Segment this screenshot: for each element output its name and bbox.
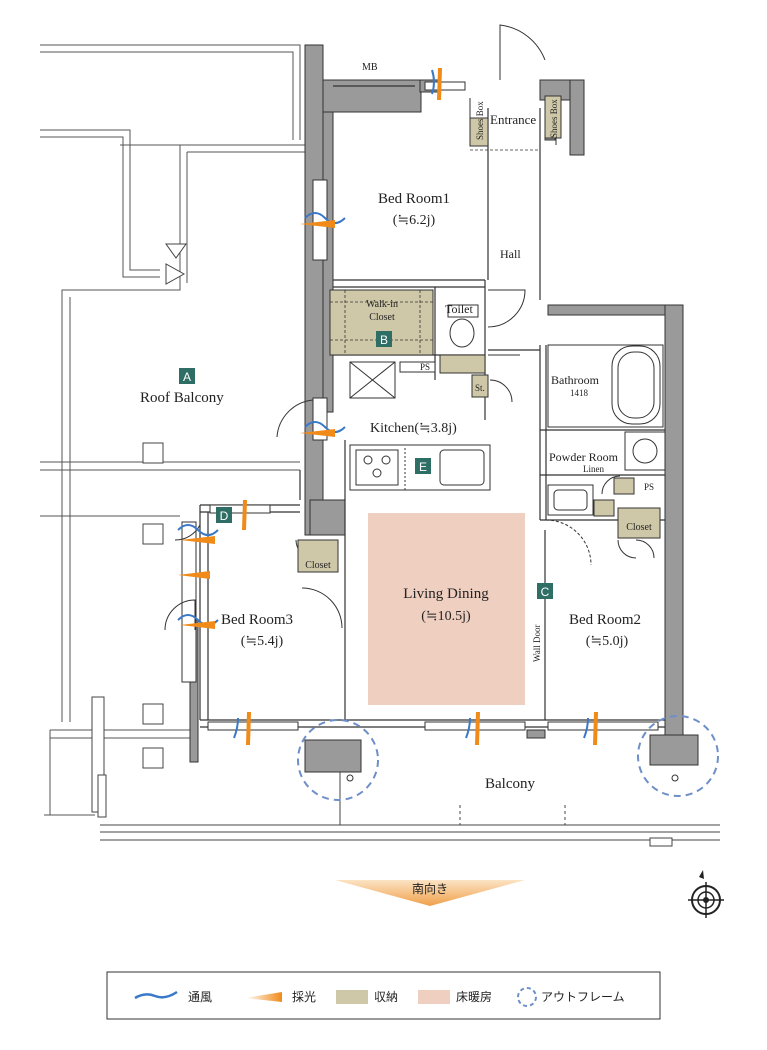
windows (181, 81, 659, 731)
ps-label-powder: PS (644, 482, 654, 492)
powder-room-label: Powder Room (549, 450, 619, 464)
marker-a: A (179, 368, 195, 384)
kitchen-storage (349, 361, 436, 399)
drain-circles (346, 774, 679, 782)
hall-label: Hall (500, 247, 521, 261)
living-area: (≒10.5j) (421, 609, 471, 624)
svg-text:A: A (183, 370, 191, 384)
roof-drain-squares (142, 442, 164, 769)
svg-text:E: E (419, 460, 427, 474)
svg-text:B: B (380, 333, 388, 347)
floor-heating-area (368, 513, 525, 705)
out-frame-circles (297, 715, 719, 801)
ps-label-kitchen: PS (420, 362, 430, 372)
legend: 通風 採光 収納 床暖房 アウトフレーム (106, 971, 661, 1020)
ventilation-legend-icon (134, 990, 178, 1000)
legend-ventilation: 通風 (188, 990, 212, 1004)
living-name: Living Dining (403, 586, 489, 602)
storage-areas (297, 95, 661, 573)
shoes-box-label-left: Shoes Box (475, 101, 485, 140)
storage-legend-swatch (336, 990, 368, 1004)
bed3-name: Bed Room3 (221, 612, 293, 628)
roof-balcony-label: Roof Balcony (140, 390, 224, 406)
bathroom-label: Bathroom (551, 373, 600, 387)
kitchen-label: Kitchen(≒3.8j) (370, 421, 457, 436)
closet-label-bed2: Closet (626, 522, 652, 533)
legend-out-frame: アウトフレーム (541, 990, 625, 1004)
bathtub (547, 344, 664, 428)
shoes-box-label-right: Shoes Box (549, 99, 559, 138)
bed1-name: Bed Room1 (378, 191, 450, 207)
marker-b: B (376, 331, 392, 347)
toilet-label: Toilet (445, 302, 473, 316)
daylight-legend-icon (245, 992, 282, 1002)
legend-daylight: 採光 (292, 990, 316, 1004)
railing-post (91, 696, 107, 818)
entrance-label: Entrance (490, 112, 536, 127)
bed1-area: (≒6.2j) (393, 213, 436, 228)
mb-label: MB (362, 62, 378, 73)
linen-label: Linen (583, 464, 604, 474)
bed2-name: Bed Room2 (569, 612, 641, 628)
wall-door-label: Wall Door (532, 624, 542, 662)
washbasin (547, 431, 666, 516)
compass-icon (688, 870, 724, 918)
bed3-area: (≒5.4j) (241, 634, 284, 649)
kitchen-counter (349, 444, 491, 491)
daylight-icons (178, 68, 598, 745)
marker-d: D (216, 507, 232, 523)
marker-e: E (415, 458, 431, 474)
svg-text:C: C (541, 585, 550, 599)
out-frame-legend-icon (517, 987, 537, 1007)
walkin-label-1: Walk-in (366, 299, 398, 310)
south-direction-arrow: 南向き (335, 880, 525, 906)
floor-heating-legend-swatch (418, 990, 450, 1004)
closet-label-bed3: Closet (305, 560, 331, 571)
st-label: St. (475, 383, 485, 393)
roof-balcony-outline (40, 44, 305, 816)
balcony-label: Balcony (485, 776, 535, 792)
svg-text:D: D (220, 509, 229, 523)
balcony-rail (100, 772, 720, 847)
bathroom-size: 1418 (570, 388, 589, 398)
legend-storage: 収納 (374, 990, 398, 1004)
walkin-label-2: Closet (369, 312, 395, 323)
bed2-area: (≒5.0j) (586, 634, 629, 649)
marker-c: C (537, 583, 553, 599)
svg-text:南向き: 南向き (412, 881, 448, 896)
legend-floor-heating: 床暖房 (456, 989, 492, 1004)
drain-arrow-icon (165, 243, 187, 285)
toilet-fixture (447, 304, 479, 348)
